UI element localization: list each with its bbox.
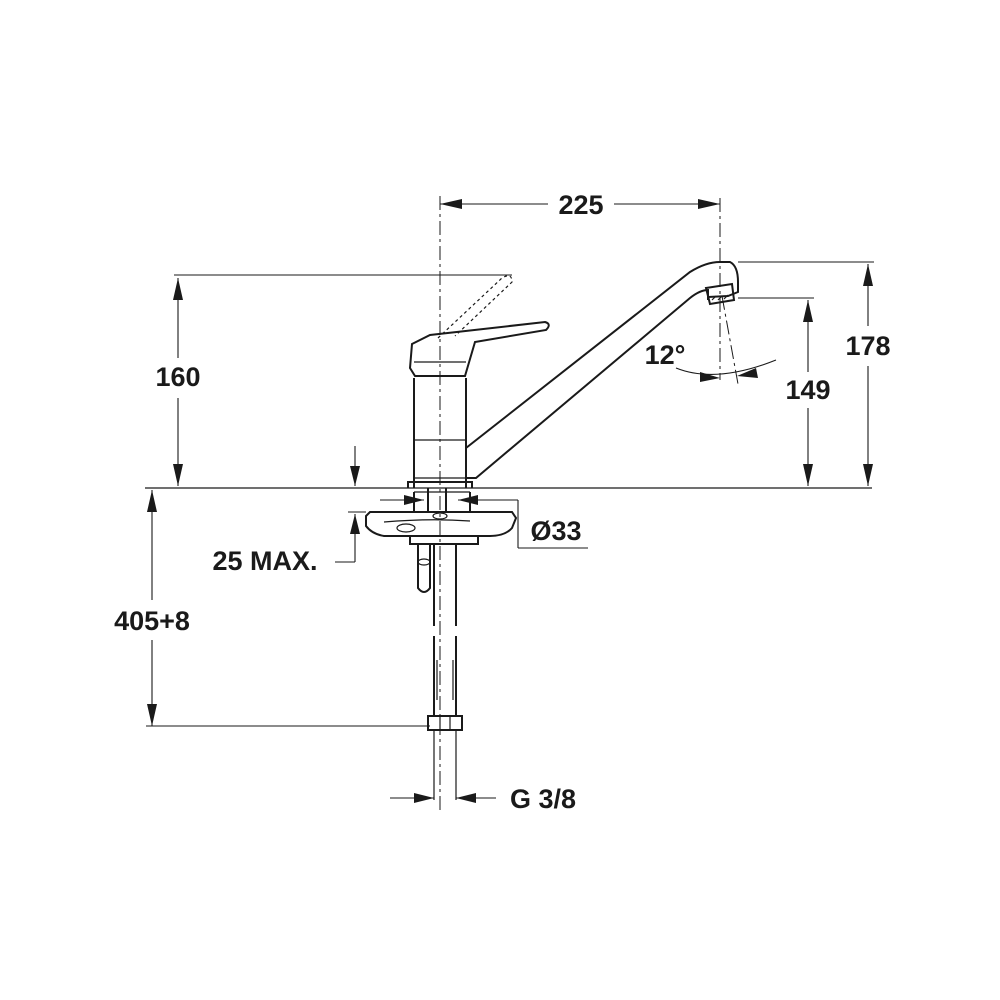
dim-spout-reach [440, 199, 720, 209]
spout [465, 261, 739, 479]
dim-spout-height [738, 297, 814, 486]
label-spout-reach: 225 [558, 190, 603, 220]
supply-hoses [417, 544, 463, 800]
mounting-flange [365, 488, 518, 545]
dim-lever-height [173, 274, 512, 486]
label-spout-height: 149 [785, 375, 830, 405]
dim-max-thickness [335, 446, 366, 563]
label-connection-thread: G 3/8 [510, 784, 576, 814]
label-hose-length: 405+8 [114, 606, 190, 636]
label-hole-diameter: Ø33 [530, 516, 581, 546]
label-spout-angle: 12° [645, 340, 686, 370]
dim-connection-thread [390, 793, 496, 803]
dim-spout-angle [675, 359, 777, 382]
label-total-height: 178 [845, 331, 890, 361]
label-max-thickness: 25 MAX. [212, 546, 317, 576]
lever-handle [408, 320, 550, 377]
label-lever-height: 160 [155, 362, 200, 392]
dim-hose-length [146, 490, 430, 727]
lever-raised-ghost [437, 275, 513, 339]
dim-hole-diameter [380, 495, 588, 549]
spout-stream-axis [721, 295, 739, 385]
dim-total-height [738, 261, 874, 486]
